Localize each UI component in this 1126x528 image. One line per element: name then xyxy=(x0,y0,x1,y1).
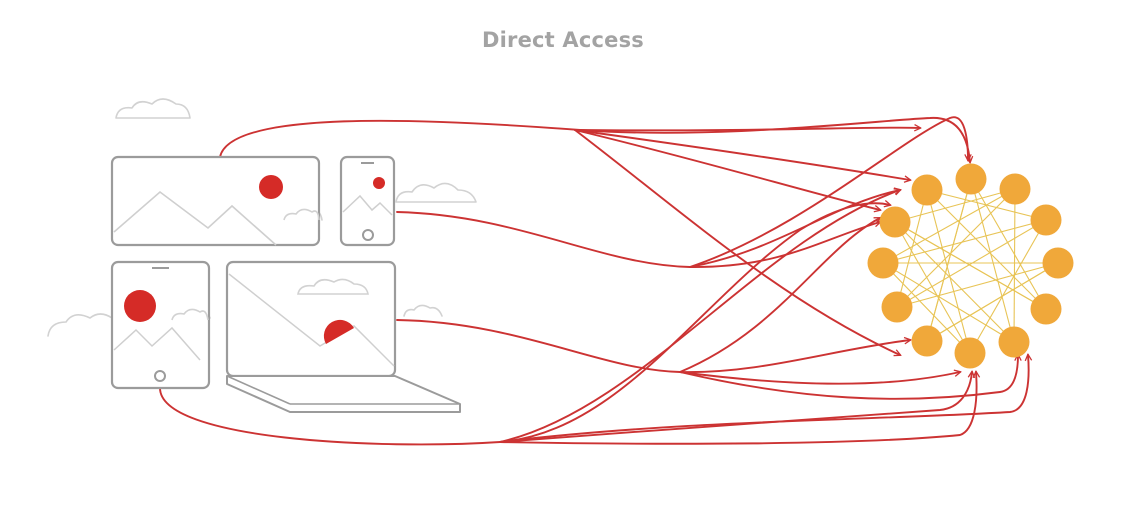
connection-line xyxy=(499,372,977,445)
mesh-link xyxy=(1014,189,1015,343)
server-node-icon xyxy=(911,325,943,357)
mesh-link xyxy=(882,220,1046,264)
connection-line xyxy=(574,129,900,355)
laptop-icon xyxy=(225,260,461,413)
mesh-link xyxy=(926,263,1058,342)
connection-line xyxy=(574,128,920,131)
mesh-link xyxy=(883,188,1016,264)
server-node-icon xyxy=(998,326,1030,358)
mesh-link xyxy=(894,221,1046,310)
mesh-link xyxy=(926,189,970,353)
connection-line xyxy=(499,372,972,443)
connection-line xyxy=(499,190,900,443)
server-node-icon xyxy=(954,337,986,369)
mesh-link xyxy=(894,221,971,353)
mesh-link xyxy=(895,222,1015,343)
cloud-icon xyxy=(47,313,113,337)
mesh-link xyxy=(896,189,1015,308)
page-title: Direct Access xyxy=(481,28,645,52)
mesh-link xyxy=(896,263,1058,308)
connection-line xyxy=(679,372,960,385)
cloud-icon xyxy=(403,304,443,317)
connection-line xyxy=(396,211,880,268)
server-node-icon xyxy=(1042,247,1074,279)
mesh-link xyxy=(926,189,1046,309)
mesh-link xyxy=(883,263,971,354)
connection-line xyxy=(574,129,910,180)
connection-line xyxy=(679,355,1018,400)
cloud-icon xyxy=(395,182,477,203)
tv-icon xyxy=(110,155,321,247)
connection-line xyxy=(396,319,910,374)
cloud-icon xyxy=(115,98,191,119)
server-node-icon xyxy=(999,173,1031,205)
connection-line xyxy=(499,355,1029,443)
connection-line xyxy=(689,116,968,268)
connection-line xyxy=(574,129,880,210)
server-node-icon xyxy=(1030,293,1062,325)
server-node-icon xyxy=(955,163,987,195)
mesh-link xyxy=(970,179,1047,310)
tablet-icon xyxy=(110,260,211,390)
connection-line xyxy=(219,117,970,162)
connection-line xyxy=(679,218,880,373)
connection-line xyxy=(159,203,890,446)
mesh-link xyxy=(970,178,1014,342)
server-node-icon xyxy=(1030,204,1062,236)
mesh-link xyxy=(882,262,1014,342)
mesh-link xyxy=(897,189,928,307)
mesh-link xyxy=(926,179,971,342)
server-node-icon xyxy=(867,247,899,279)
server-node-icon xyxy=(881,291,913,323)
phone-icon xyxy=(339,155,396,247)
mesh-link xyxy=(895,188,1016,222)
server-node-icon xyxy=(911,174,943,206)
server-node-icon xyxy=(879,206,911,238)
